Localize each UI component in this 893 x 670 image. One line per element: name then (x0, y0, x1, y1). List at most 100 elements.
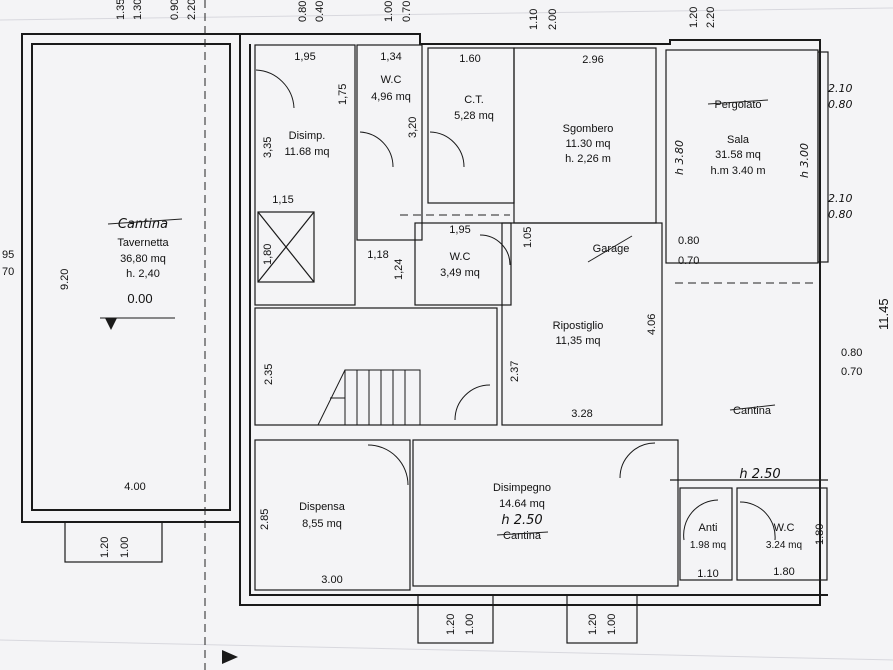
dim: 2.20 (186, 0, 198, 20)
room-area: 3.24 mq (766, 540, 802, 551)
dim: 1.35 (115, 0, 127, 20)
room-disimp: Disimp. 11.68 mq (284, 130, 329, 158)
room-name: Disimp. (289, 130, 326, 142)
floor-level: 0.00 (127, 291, 152, 306)
dim: 1.20 (445, 614, 457, 635)
room-name: Sala (727, 134, 750, 146)
dim: 95 (2, 249, 14, 261)
dim: 1.80 (773, 566, 794, 578)
dim: 2.20 (705, 7, 717, 28)
dim: 2.35 (263, 364, 275, 385)
room-area: 1.98 mq (690, 540, 726, 551)
room-name: Anti (699, 522, 718, 534)
room-anti: Anti 1.98 mq (690, 522, 726, 551)
dim: 1.20 (99, 537, 111, 558)
room-sgombero: Sgombero 11.30 mq h. 2,26 m (563, 123, 614, 165)
dim: 2.96 (582, 54, 603, 66)
room-area: 5,28 mq (454, 110, 494, 122)
dim: 1,95 (294, 51, 315, 63)
room-tavernetta: Cantina Tavernetta 36,80 mq h. 2,40 0.00 (107, 217, 183, 306)
room-name: Dispensa (299, 501, 346, 513)
room-area: 11.68 mq (284, 146, 329, 158)
room-area: 8,55 mq (302, 518, 342, 530)
dim: 1,75 (337, 84, 349, 105)
struck-label: Garage (593, 243, 630, 255)
dim: 1,24 (393, 259, 405, 280)
room-area: 11,35 mq (555, 335, 600, 347)
dimension-labels: 1.35 1.30 0.90 2.20 0.80 0.40 1.00 0.70 … (2, 0, 891, 635)
door-swings (255, 69, 776, 541)
dim: 9.20 (59, 269, 71, 290)
room-wc-1: W.C 4,96 mq (371, 74, 411, 103)
handwritten-height: h 2.50 (739, 467, 780, 482)
stairs (317, 369, 421, 426)
room-area: 4,96 mq (371, 91, 411, 103)
dim: 1.10 (697, 568, 718, 580)
dim: h 3.00 (798, 143, 811, 178)
dim: 3.00 (321, 574, 342, 586)
dim: 1,15 (272, 194, 293, 206)
dim: 0.70 (841, 366, 862, 378)
room-wc-2: W.C 3,49 mq (440, 251, 480, 279)
room-height: h. 2,26 m (565, 153, 611, 165)
room-area: 31.58 mq (715, 149, 761, 161)
room-name: W.C (450, 251, 471, 263)
dim: 0.40 (314, 1, 326, 22)
room-area: 36,80 mq (120, 253, 166, 265)
room-area: 14.64 mq (499, 498, 545, 510)
dim: 0.90 (169, 0, 181, 20)
dim: 1.20 (688, 7, 700, 28)
dim: 2.37 (509, 361, 521, 382)
dim: 3.28 (571, 408, 592, 420)
room-height: h.m 3.40 m (710, 165, 765, 177)
handwritten-height: h 2.50 (501, 513, 542, 528)
dim: 3,35 (262, 137, 274, 158)
dim: 2.10 (828, 82, 853, 95)
dim: 1.05 (522, 227, 534, 248)
dim: 1.60 (459, 53, 480, 65)
struck-label: Cantina (503, 530, 542, 542)
room-name: Disimpegno (493, 482, 551, 494)
struck-label: Cantina (118, 217, 168, 232)
dim: 1,95 (449, 224, 470, 236)
room-dispensa: Dispensa 8,55 mq (299, 501, 346, 530)
window-bays (64, 51, 829, 644)
dim: 0.80 (828, 208, 853, 221)
dim: 0.80 (297, 1, 309, 22)
room-sala: Pergolato Sala 31.58 mq h.m 3.40 m (707, 99, 769, 177)
dim: 70 (2, 266, 14, 278)
dashed-lines (204, 0, 818, 670)
dim: 2.10 (828, 192, 853, 205)
dim: 3,20 (407, 117, 419, 138)
dim: 1,18 (367, 249, 388, 261)
room-name: W.C (381, 74, 402, 86)
dim: 1,80 (262, 244, 274, 265)
dim: h 3.80 (673, 140, 686, 175)
dim: 0.70 (401, 1, 413, 22)
dim: 1.00 (464, 614, 476, 635)
dim: 1.20 (587, 614, 599, 635)
dim: 0.80 (678, 235, 699, 247)
dim: 0.70 (678, 255, 699, 267)
dim: 11.45 (876, 298, 891, 330)
room-area: 3,49 mq (440, 267, 480, 279)
dim: 4.06 (646, 314, 658, 335)
room-height: h. 2,40 (126, 268, 160, 280)
dim: 1.00 (606, 614, 618, 635)
room-wc-3: W.C 3.24 mq (766, 522, 802, 551)
dim: 0.80 (841, 347, 862, 359)
dim: 1.10 (528, 9, 540, 30)
room-area: 11.30 mq (565, 138, 610, 150)
dim: 1.00 (383, 1, 395, 22)
dim: 1.80 (814, 524, 826, 545)
dim: 1.00 (119, 537, 131, 558)
struck-label: Cantina (733, 405, 772, 417)
dim: 2.85 (259, 509, 271, 530)
dim: 0.80 (828, 98, 853, 111)
room-name: Sgombero (563, 123, 614, 135)
room-name: Tavernetta (117, 237, 169, 249)
level-marker (100, 317, 238, 664)
dim: 4.00 (124, 481, 145, 493)
paper-lines (0, 7, 893, 661)
